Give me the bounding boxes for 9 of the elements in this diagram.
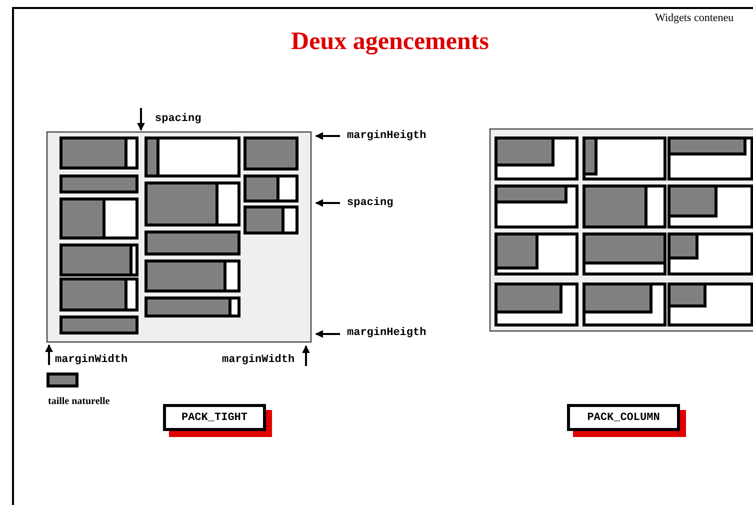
dimension-label: spacing xyxy=(155,113,202,125)
caption: taille naturelle xyxy=(48,396,110,407)
dimension-label: marginWidth xyxy=(222,354,295,366)
dimension-label: marginWidth xyxy=(55,354,128,366)
header-text: Widgets conteneu xyxy=(655,12,734,24)
title: Deux agencements xyxy=(290,28,490,56)
dimension-label: marginHeigth xyxy=(347,327,426,339)
dimension-label: spacing xyxy=(347,197,394,209)
dimension-label: marginHeigth xyxy=(347,130,426,142)
